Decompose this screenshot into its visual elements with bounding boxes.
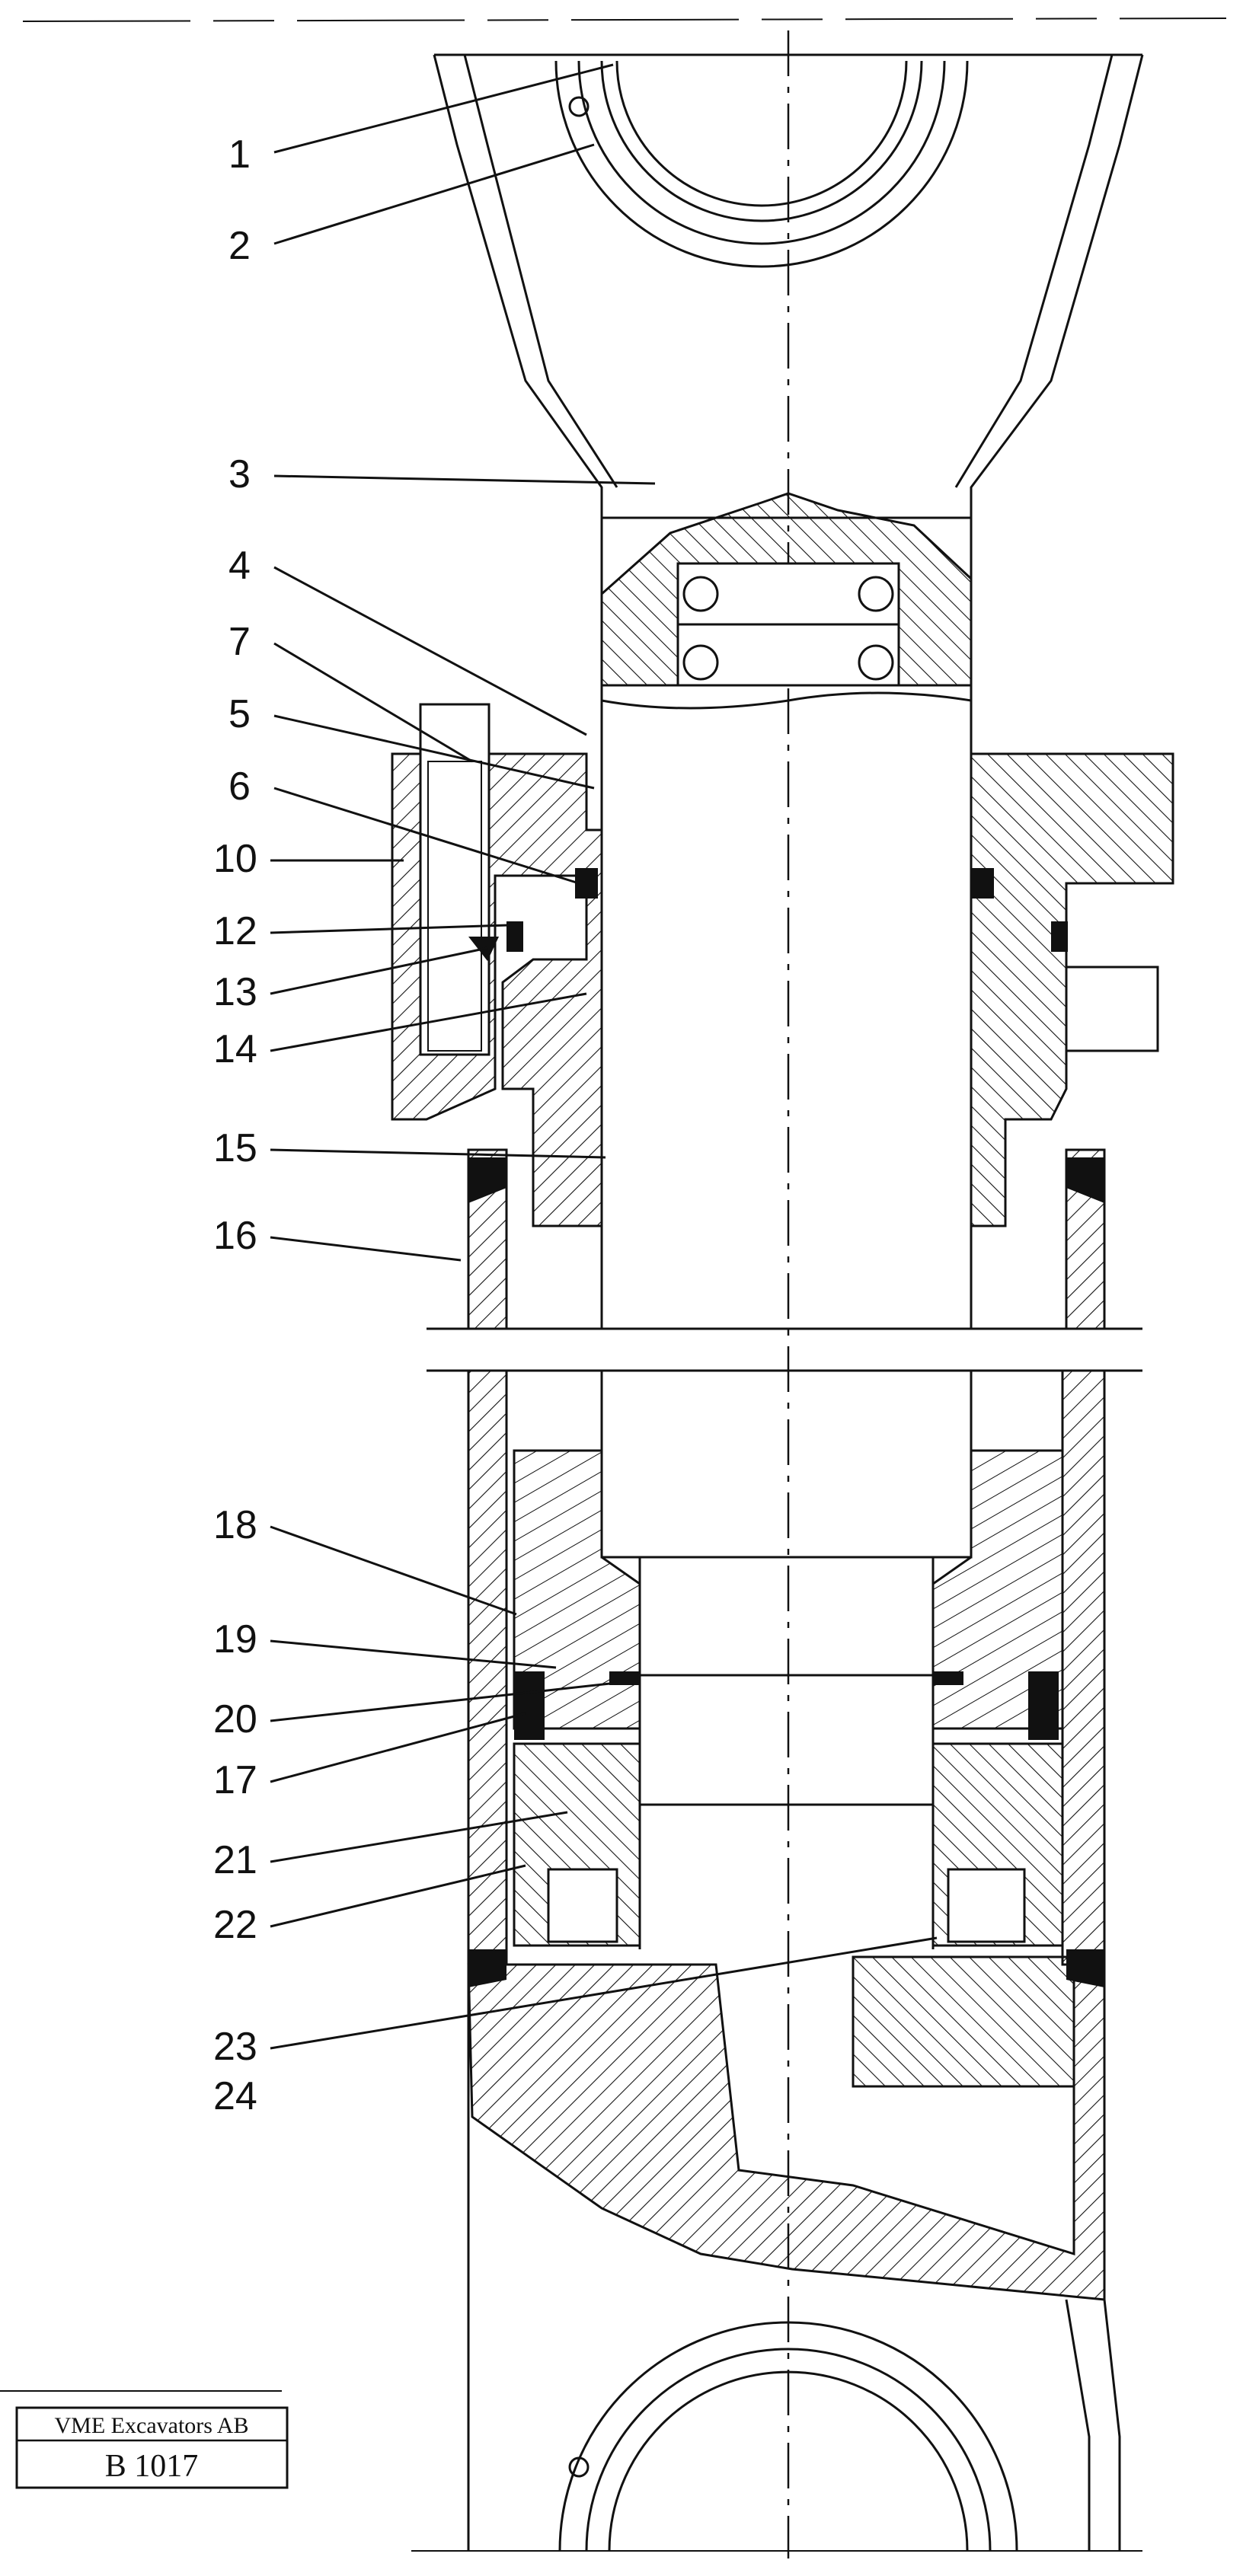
part-label-18: 18 <box>213 1503 257 1547</box>
part-label-2: 2 <box>228 224 251 268</box>
rod-head-section <box>600 492 973 687</box>
part-label-24: 24 <box>213 2074 257 2118</box>
part-label-4: 4 <box>228 544 251 588</box>
part-label-7: 7 <box>228 620 251 664</box>
part-label-6: 6 <box>228 765 251 809</box>
cylinder-tube-upper <box>467 1148 1106 1330</box>
title-block-code: B 1017 <box>105 2449 199 2484</box>
part-label-17: 17 <box>213 1758 257 1802</box>
part-label-5: 5 <box>228 692 251 736</box>
part-label-21: 21 <box>213 1838 257 1882</box>
leader-lines <box>270 63 938 2050</box>
piston-rod-lower <box>600 1371 973 1949</box>
cylinder-base <box>467 1949 1106 2301</box>
bottom-eye <box>467 1965 1121 2552</box>
part-labels: 1 2 3 4 7 5 6 10 12 13 14 15 16 18 19 20… <box>213 132 257 2118</box>
part-label-16: 16 <box>213 1214 257 1258</box>
part-label-3: 3 <box>228 452 251 496</box>
part-label-13: 13 <box>213 970 257 1014</box>
piston-right <box>931 1449 1064 1947</box>
part-label-20: 20 <box>213 1697 257 1741</box>
part-label-12: 12 <box>213 909 257 953</box>
title-block: VME Excavators AB B 1017 <box>15 2406 289 2489</box>
part-label-10: 10 <box>213 837 257 881</box>
part-label-19: 19 <box>213 1617 257 1661</box>
frame-lines <box>0 18 1227 2552</box>
break-lines <box>427 1327 1142 1372</box>
part-label-22: 22 <box>213 1903 257 1947</box>
part-label-15: 15 <box>213 1126 257 1170</box>
part-label-1: 1 <box>228 132 251 177</box>
part-label-23: 23 <box>213 2025 257 2069</box>
piston-left <box>513 1449 641 1947</box>
title-block-company: VME Excavators AB <box>55 2413 249 2438</box>
piston-rod-upper <box>600 685 973 1329</box>
part-label-14: 14 <box>213 1027 257 1071</box>
cylinder-tube-lower <box>467 1369 1106 1966</box>
cylinder-head-right <box>970 752 1174 1227</box>
